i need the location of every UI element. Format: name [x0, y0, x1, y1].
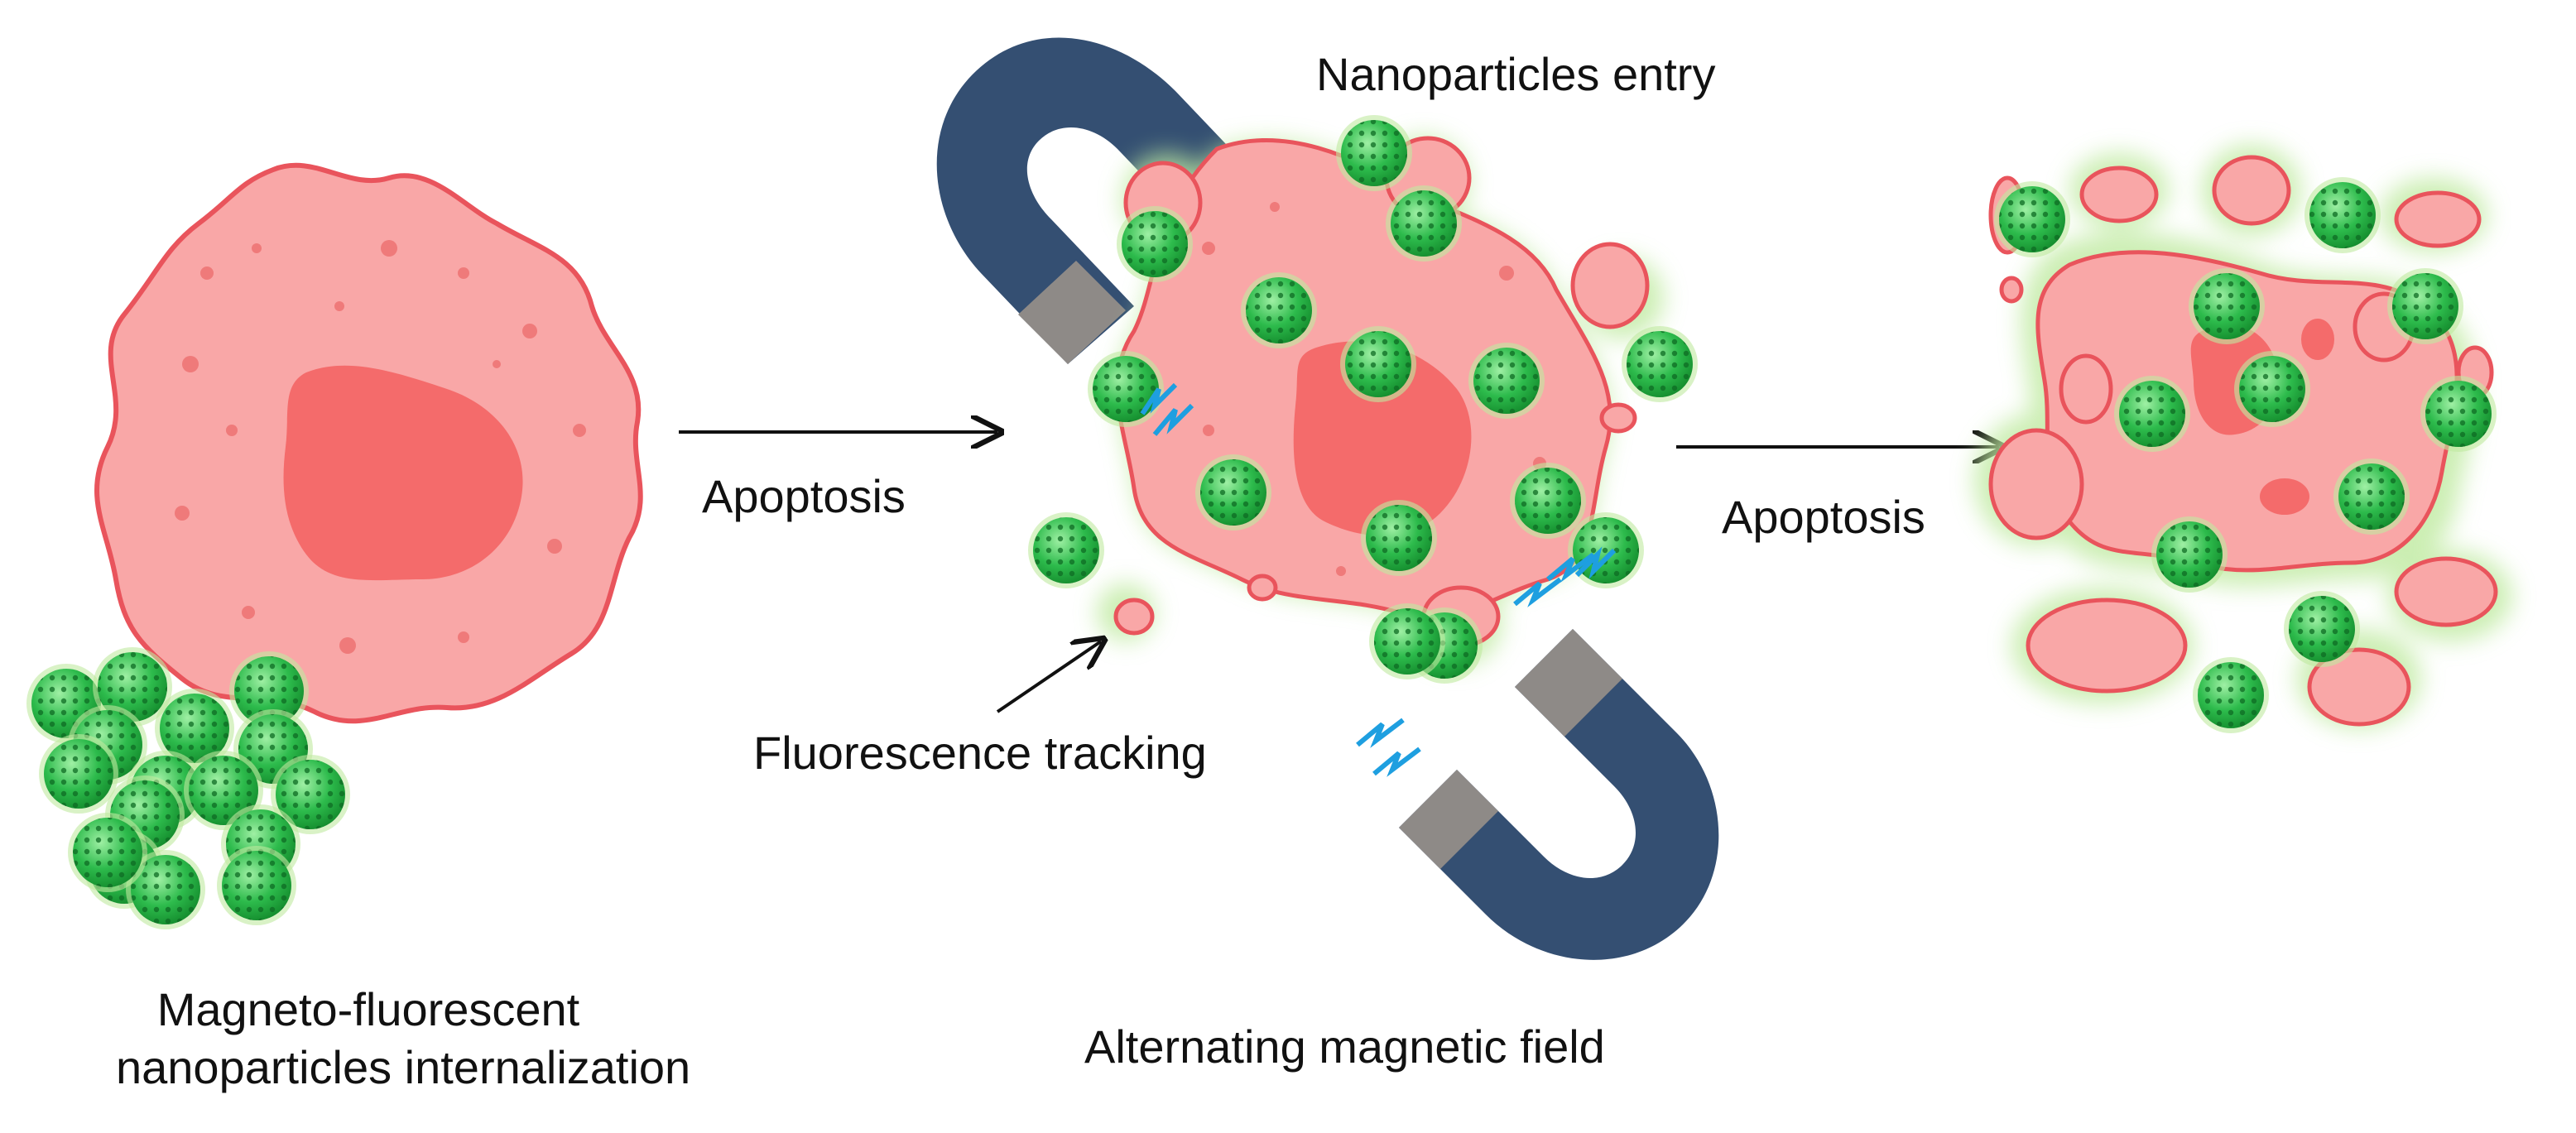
nanoparticle-icon — [93, 647, 172, 727]
nanoparticles-entry-label: Nanoparticles entry — [1316, 48, 1716, 100]
nanoparticle-icon — [1622, 326, 1698, 402]
nanoparticle-icon — [2151, 516, 2228, 593]
left-caption-line1: Magneto-fluorescent — [156, 983, 580, 1035]
nanoparticle-icon — [1510, 463, 1586, 539]
lightning-spark-icon — [1140, 382, 1617, 777]
apoptosis-label-1: Apoptosis — [702, 470, 906, 522]
nanoparticle-icon — [1361, 500, 1437, 576]
nanoparticle-icon — [1336, 115, 1412, 191]
nanoparticle-icon — [1994, 181, 2070, 257]
nanoparticle-icon — [1468, 343, 1545, 419]
left-caption: Magneto-fluorescent nanoparticles intern… — [116, 981, 691, 1097]
nanoparticle-icon — [1028, 512, 1104, 588]
nanoparticle-icon — [184, 751, 263, 830]
nanoparticle-icon — [1241, 272, 1317, 348]
arrow-fluorescence-tracking — [996, 641, 1101, 713]
cell-nucleus — [283, 365, 523, 581]
nanoparticle-icon — [1088, 351, 1164, 427]
nanoparticle-icon — [2234, 351, 2310, 427]
nanoparticle-icon — [2114, 376, 2190, 452]
nanoparticle-icon — [271, 755, 350, 834]
fluorescence-tracking-label: Fluorescence tracking — [753, 727, 1207, 779]
nanoparticle-icon — [2333, 458, 2410, 535]
nanoparticle-icon — [1369, 603, 1445, 679]
horseshoe-magnet-bottom — [1399, 629, 1719, 960]
nanoparticle-icon — [2420, 376, 2497, 452]
nanoparticles-internalized — [1994, 177, 2497, 733]
nanoparticle-icon — [1117, 206, 1193, 282]
nanoparticle-icon — [2304, 177, 2381, 253]
magnetic-field-label: Alternating magnetic field — [1084, 1020, 1605, 1073]
nanoparticle-icon — [1568, 512, 1644, 588]
left-caption-line2: nanoparticles internalization — [116, 1041, 691, 1093]
nanoparticle-icon — [1195, 454, 1271, 530]
nanoparticle-icon — [2284, 591, 2360, 667]
nanoparticle-icon — [2193, 657, 2269, 733]
nanoparticle-icon — [1340, 326, 1416, 402]
nanoparticle-icon — [1386, 185, 1462, 262]
nanoparticle-icon — [2387, 268, 2463, 344]
nanoparticle-icon — [126, 850, 205, 929]
nanoparticle-icon — [217, 846, 296, 925]
nanoparticle-icon — [229, 651, 309, 731]
nanoparticle-icon — [39, 734, 118, 814]
nanoparticle-icon — [68, 813, 147, 892]
apoptosis-label-2: Apoptosis — [1722, 491, 1925, 543]
nanoparticle-icon — [155, 689, 234, 768]
cell-speckles — [175, 240, 586, 654]
nanoparticle-icon — [2189, 268, 2265, 344]
intact-cell — [94, 162, 643, 724]
nanoparticles-entering — [1028, 115, 1698, 684]
nanoparticle-cluster — [26, 647, 350, 929]
